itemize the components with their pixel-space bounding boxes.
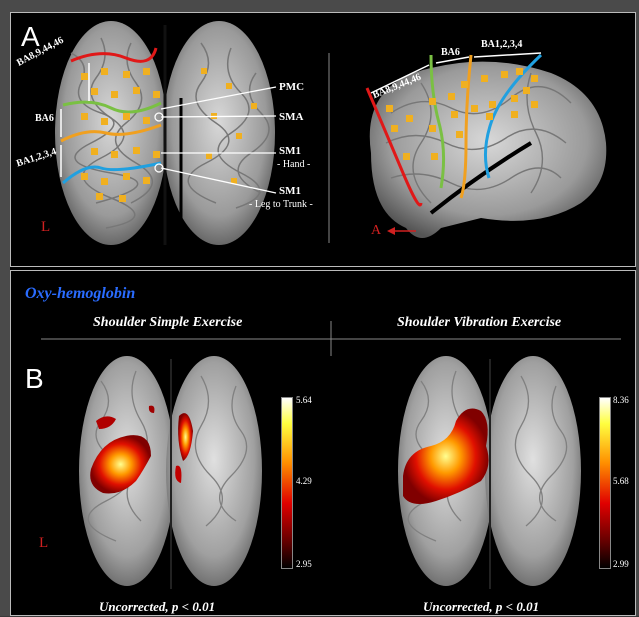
leg-trunk-sublabel: - Leg to Trunk - <box>249 199 313 210</box>
pmc-label: PMC <box>279 81 305 93</box>
left-activation-blob-3 <box>178 413 193 461</box>
left-activation-blob-1 <box>90 435 151 494</box>
bracket-arrows-right <box>370 52 542 94</box>
bracket-arrows-left <box>60 63 90 177</box>
left-condition-title: Shoulder Simple Exercise <box>93 315 243 330</box>
right-condition-title: Shoulder Vibration Exercise <box>397 315 562 330</box>
red-line-left <box>70 47 158 63</box>
blue-line-left <box>62 161 162 185</box>
panel-b-graphics <box>41 321 621 589</box>
sm1-leg-label: SM1 <box>279 185 301 197</box>
panel-a: A BA8,9,44,46 BA6 BA1,2,3,4 PMC SMA SM1 … <box>10 12 636 267</box>
pointer-arrows <box>154 86 277 194</box>
sm1-hand-label: SM1 <box>279 145 301 157</box>
left-activation-blob-5 <box>148 405 155 413</box>
anterior-arrow <box>387 227 416 235</box>
right-ba1234-label: BA1,2,3,4 <box>481 39 523 50</box>
panel-a-label: A <box>21 21 40 52</box>
green-line-right <box>429 54 446 189</box>
side-view-brain <box>369 61 607 238</box>
left-scale-min: 2.95 <box>296 559 312 569</box>
right-ba6-label: BA6 <box>441 47 460 58</box>
hand-sublabel: - Hand - <box>277 159 311 170</box>
sma-label: SMA <box>279 111 304 123</box>
left-hemisphere-marker: L <box>41 219 51 235</box>
panel-b-label: B <box>25 363 44 394</box>
left-colorbar <box>281 397 293 569</box>
channel-markers-right <box>386 68 538 160</box>
right-activation-brain <box>398 356 581 589</box>
left-scale-mid: 4.29 <box>296 476 312 486</box>
left-activation-brain <box>79 356 262 589</box>
oxy-heading: Oxy-hemoglobin <box>25 285 136 302</box>
right-colorbar <box>599 397 611 569</box>
right-scale-min: 2.99 <box>613 559 629 569</box>
orange-line-right <box>459 54 473 199</box>
orange-line-left <box>60 123 162 143</box>
right-scale-max: 8.36 <box>613 395 629 405</box>
left-activation-blob-2 <box>96 416 116 429</box>
panel-b: Oxy-hemoglobin Shoulder Simple Exercise … <box>10 270 636 616</box>
figure-canvas: A BA8,9,44,46 BA6 BA1,2,3,4 PMC SMA SM1 … <box>10 12 636 616</box>
right-threshold-caption: Uncorrected, p < 0.01 <box>423 599 540 614</box>
left-threshold-caption: Uncorrected, p < 0.01 <box>99 599 216 614</box>
left-ba6-label: BA6 <box>35 113 54 124</box>
panel-a-graphics <box>55 21 607 245</box>
red-line-right <box>365 87 423 207</box>
channel-markers-left <box>81 68 257 202</box>
left-scale-max: 5.64 <box>296 395 312 405</box>
anterior-label: A <box>371 223 382 238</box>
right-activation-blob <box>403 408 489 505</box>
left-activation-blob-4 <box>175 465 182 483</box>
right-scale-mid: 5.68 <box>613 476 629 486</box>
green-line-left <box>62 100 162 114</box>
panel-b-hemisphere-marker: L <box>39 535 49 551</box>
